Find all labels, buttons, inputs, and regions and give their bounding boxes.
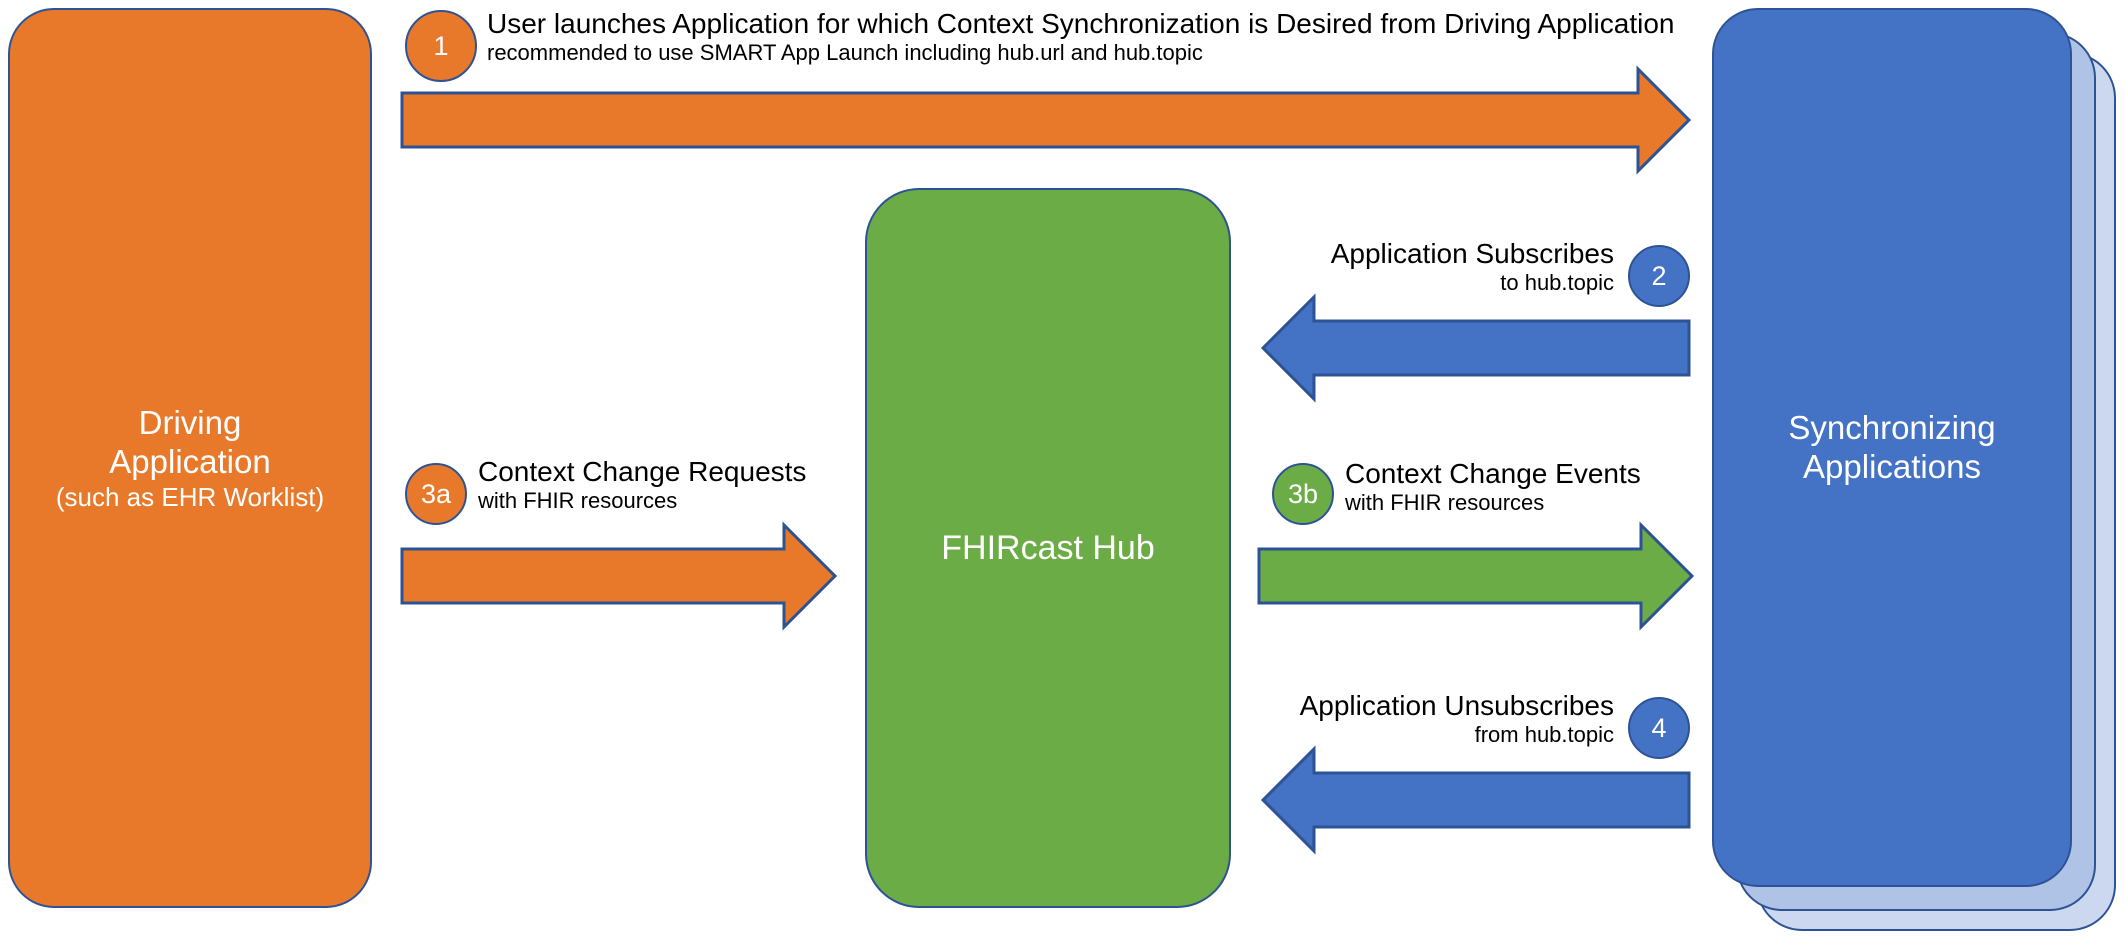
step-4-caption: Application Unsubscribes from hub.topic — [1100, 690, 1614, 748]
step-3a-badge[interactable]: 3a — [405, 463, 467, 525]
step-2-badge[interactable]: 2 — [1628, 245, 1690, 307]
synchronizing-applications-line-1: Synchronizing — [1788, 408, 1996, 446]
fhircast-hub-label: FHIRcast Hub — [867, 528, 1229, 568]
step-3b-badge[interactable]: 3b — [1272, 463, 1334, 525]
step-1-arrow[interactable] — [400, 65, 1692, 175]
driving-application-label: Driving Application (such as EHR Worklis… — [10, 404, 370, 513]
step-1-badge[interactable]: 1 — [405, 10, 477, 82]
step-3a-badge-label: 3a — [420, 478, 452, 509]
step-4-caption-sub: from hub.topic — [1474, 722, 1614, 748]
driving-application-line-2: Application — [109, 442, 271, 480]
step-4-badge[interactable]: 4 — [1628, 697, 1690, 759]
step-4-arrow[interactable] — [1260, 745, 1691, 855]
step-3b-caption: Context Change Events with FHIR resource… — [1345, 458, 1641, 516]
step-3b-caption-sub: with FHIR resources — [1345, 490, 1545, 516]
step-1-caption-sub: recommended to use SMART App Launch incl… — [487, 40, 1203, 66]
step-3a-arrow[interactable] — [400, 521, 838, 631]
synchronizing-applications-box[interactable]: Synchronizing Applications — [1712, 8, 2072, 887]
fhircast-hub-box[interactable]: FHIRcast Hub — [865, 188, 1231, 908]
step-3a-caption-main: Context Change Requests — [478, 456, 807, 487]
step-2-arrow[interactable] — [1260, 293, 1691, 403]
step-2-caption-main: Application Subscribes — [1330, 238, 1614, 269]
step-2-caption: Application Subscribes to hub.topic — [1130, 238, 1614, 296]
synchronizing-applications-stack: Synchronizing Applications — [1712, 8, 2118, 933]
driving-application-line-1: Driving — [138, 403, 242, 441]
step-1-badge-label: 1 — [433, 30, 449, 61]
driving-application-box[interactable]: Driving Application (such as EHR Worklis… — [8, 8, 372, 908]
step-2-badge-label: 2 — [1651, 260, 1667, 291]
step-3b-arrow[interactable] — [1257, 521, 1695, 631]
step-1-caption: User launches Application for which Cont… — [487, 8, 1674, 66]
step-4-caption-main: Application Unsubscribes — [1299, 690, 1614, 721]
step-4-badge-label: 4 — [1651, 712, 1667, 743]
step-3a-caption-sub: with FHIR resources — [478, 488, 678, 514]
step-3a-caption: Context Change Requests with FHIR resour… — [478, 456, 806, 514]
fhircast-hub-title: FHIRcast Hub — [941, 528, 1155, 567]
step-3b-caption-main: Context Change Events — [1345, 458, 1641, 489]
step-2-caption-sub: to hub.topic — [1500, 270, 1614, 296]
step-3b-badge-label: 3b — [1287, 478, 1319, 509]
synchronizing-applications-label: Synchronizing Applications — [1714, 409, 2070, 487]
synchronizing-applications-line-2: Applications — [1803, 447, 1981, 485]
step-1-caption-main: User launches Application for which Cont… — [487, 8, 1675, 39]
driving-application-line-3: (such as EHR Worklist) — [55, 481, 325, 512]
